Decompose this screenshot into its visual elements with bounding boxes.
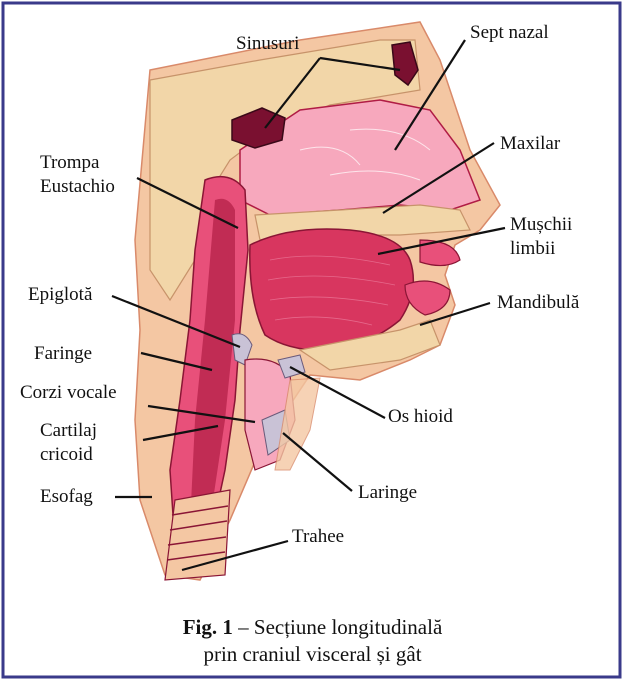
label-trompa-eustachio: Trompa Eustachio xyxy=(40,152,115,198)
label-cartilaj-line2: cricoid xyxy=(40,444,97,466)
label-maxilar: Maxilar xyxy=(500,133,560,155)
label-sept-nazal: Sept nazal xyxy=(470,22,549,44)
label-trahee: Trahee xyxy=(292,526,344,548)
label-mandibula: Mandibulă xyxy=(497,292,579,314)
label-muschii-line1: Mușchii xyxy=(510,214,572,236)
label-muschii-limbii: Mușchii limbii xyxy=(510,214,572,260)
caption-line1-text: – Secțiune longitudinală xyxy=(233,615,442,639)
figure-caption: Fig. 1 – Secțiune longitudinală prin cra… xyxy=(0,614,625,668)
label-corzi-vocale: Corzi vocale xyxy=(20,382,117,404)
label-os-hioid: Os hioid xyxy=(388,406,453,428)
caption-prefix: Fig. 1 xyxy=(183,615,233,639)
label-sinusuri: Sinusuri xyxy=(236,33,299,55)
label-trompa-line1: Trompa xyxy=(40,152,115,174)
label-esofag: Esofag xyxy=(40,486,93,508)
caption-line2: prin craniul visceral și gât xyxy=(0,641,625,668)
label-cartilaj-cricoid: Cartilaj cricoid xyxy=(40,420,97,466)
label-epiglota: Epiglotă xyxy=(28,284,92,306)
label-laringe: Laringe xyxy=(358,482,417,504)
caption-line1: Fig. 1 – Secțiune longitudinală xyxy=(0,614,625,641)
label-trompa-line2: Eustachio xyxy=(40,176,115,198)
label-muschii-line2: limbii xyxy=(510,238,572,260)
label-faringe: Faringe xyxy=(34,343,92,365)
label-cartilaj-line1: Cartilaj xyxy=(40,420,97,442)
